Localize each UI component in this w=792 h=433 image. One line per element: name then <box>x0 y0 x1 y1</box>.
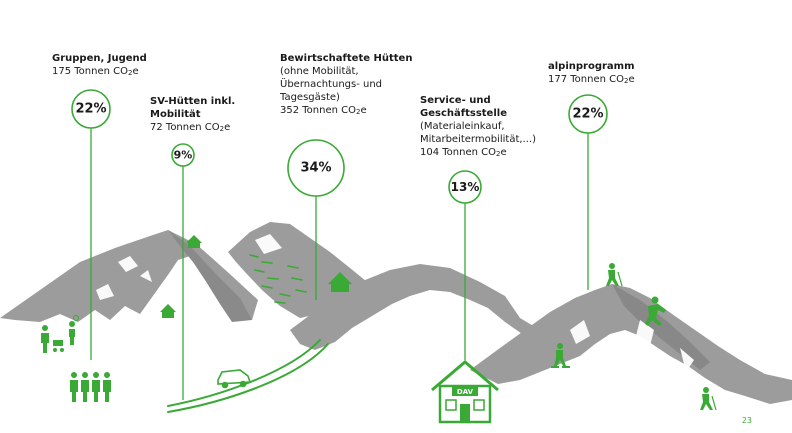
label-tons: 175 Tonnen CO2e <box>52 66 139 77</box>
connector-lines <box>90 128 589 400</box>
house-sign-text: DAV <box>457 388 474 396</box>
percent-circle-ring <box>71 89 111 129</box>
label-title: alpinprogramm <box>548 61 635 72</box>
label-tons: 72 Tonnen CO2e <box>150 122 231 133</box>
label-title: Bewirtschaftete Hütten <box>280 53 413 64</box>
climber-icon <box>645 296 666 326</box>
snowshoe-hiker-icon <box>551 343 570 368</box>
percent-circle-ring <box>171 143 195 167</box>
family-stroller-icon <box>41 315 79 353</box>
percent-label: 13% <box>451 180 480 194</box>
mountain-left <box>0 230 258 322</box>
percent-circles: 22% 9% 34% 13% 22% <box>71 89 608 204</box>
label-bewirtschaftet: Bewirtschaftete Hütten (ohne Mobilität, … <box>280 53 413 116</box>
snow-patches <box>96 234 694 372</box>
percent-circle-sv-huetten: 9% <box>171 143 195 167</box>
label-title: Service- und <box>420 95 491 106</box>
mountain-right-shadow <box>612 284 710 370</box>
label-title: SV-Hütten inkl. <box>150 96 236 107</box>
hiker-icon <box>700 387 717 411</box>
percent-circle-ring <box>287 139 345 197</box>
hiker-icon <box>606 263 623 287</box>
mountain-middle-right <box>290 264 540 350</box>
mountain-left-shadow <box>168 230 252 322</box>
people-group-icon <box>70 372 111 402</box>
percent-label: 22% <box>75 102 106 117</box>
hut-icon <box>160 235 352 318</box>
trail-marks <box>249 254 307 304</box>
mountain-right <box>470 284 792 404</box>
percent-label: 9% <box>174 149 193 162</box>
car-icon <box>217 369 252 389</box>
label-tons: 104 Tonnen CO2e <box>420 147 507 158</box>
percent-label: 22% <box>572 107 603 122</box>
percent-label: 34% <box>300 161 331 176</box>
percent-circle-ring <box>568 94 608 134</box>
percent-circle-alpin: 22% <box>568 94 608 134</box>
page-number: 23 <box>741 416 752 425</box>
percent-circle-gruppen: 22% <box>71 89 111 129</box>
label-sv-huetten: SV-Hütten inkl. Mobilität 72 Tonnen CO2e <box>150 95 235 134</box>
label-tons: 177 Tonnen CO2e <box>548 74 635 85</box>
label-service: Service- und Geschäftsstelle (Materialei… <box>420 95 536 158</box>
percent-circle-service: 13% <box>448 170 482 204</box>
label-title-line2: Geschäftsstelle <box>420 108 507 119</box>
label-alpin: alpinprogramm 177 Tonnen CO2e <box>548 60 635 86</box>
mountain-range <box>0 222 792 404</box>
label-tons: 352 Tonnen CO2e <box>280 105 367 116</box>
office-house-icon: DAV <box>431 360 499 424</box>
label-title: Gruppen, Jugend <box>52 53 147 64</box>
label-gruppen: Gruppen, Jugend 175 Tonnen CO2e <box>52 52 147 78</box>
percent-circle-bewirtschaftet: 34% <box>287 139 345 197</box>
label-title-line2: Mobilität <box>150 109 201 120</box>
percent-circle-ring <box>448 170 482 204</box>
road <box>167 339 329 413</box>
